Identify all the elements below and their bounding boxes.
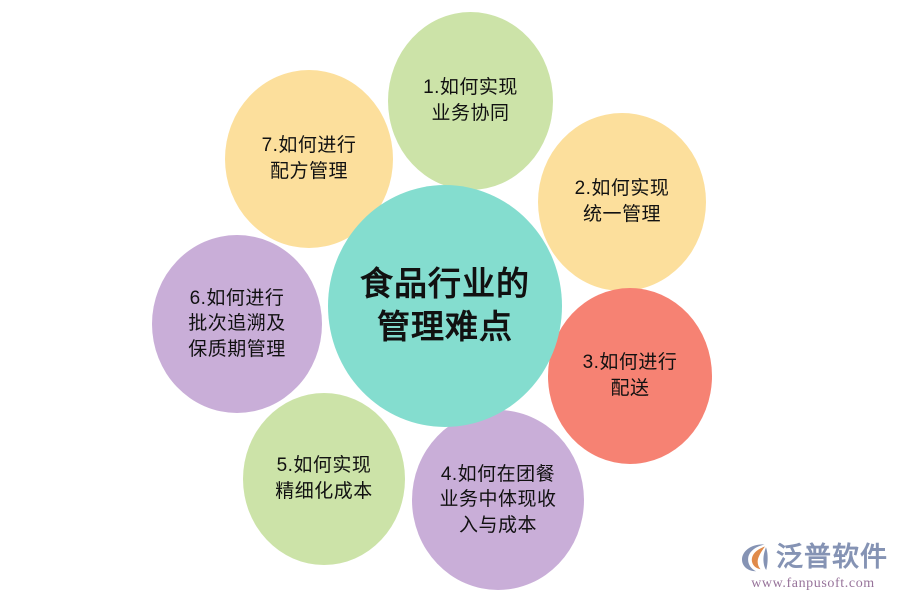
bubble-node-3: 3.如何进行 配送: [548, 288, 712, 464]
center-topic-label: 食品行业的 管理难点: [360, 265, 530, 345]
watermark-brand-text: 泛普软件: [776, 541, 888, 572]
bubble-node-5: 5.如何实现 精细化成本: [243, 393, 405, 565]
bubble-node-6: 6.如何进行 批次追溯及 保质期管理: [152, 235, 322, 413]
bubble-node-4: 4.如何在团餐 业务中体现收 入与成本: [412, 410, 584, 590]
watermark-url-text: www.fanpusoft.com: [751, 576, 875, 591]
watermark-brand-row: 泛普软件: [738, 540, 888, 574]
bubble-node-1: 1.如何实现 业务协同: [388, 12, 553, 190]
watermark-logo: 泛普软件 www.fanpusoft.com: [738, 540, 888, 592]
bubble-node-5-label: 5.如何实现 精细化成本: [275, 455, 373, 502]
bubble-node-6-label: 6.如何进行 批次追溯及 保质期管理: [188, 287, 286, 360]
bubble-node-7: 7.如何进行 配方管理: [225, 70, 393, 248]
bubble-node-2-label: 2.如何实现 统一管理: [574, 178, 670, 225]
bubble-node-3-label: 3.如何进行 配送: [582, 352, 678, 399]
bubble-node-1-label: 1.如何实现 业务协同: [423, 77, 518, 124]
bubble-node-4-label: 4.如何在团餐 业务中体现收 入与成本: [439, 463, 557, 536]
bubble-node-2: 2.如何实现 统一管理: [538, 113, 706, 291]
bubble-center-topic: 食品行业的 管理难点: [328, 185, 562, 427]
fanpu-logo-icon: [738, 540, 772, 574]
bubble-node-7-label: 7.如何进行 配方管理: [261, 135, 357, 182]
